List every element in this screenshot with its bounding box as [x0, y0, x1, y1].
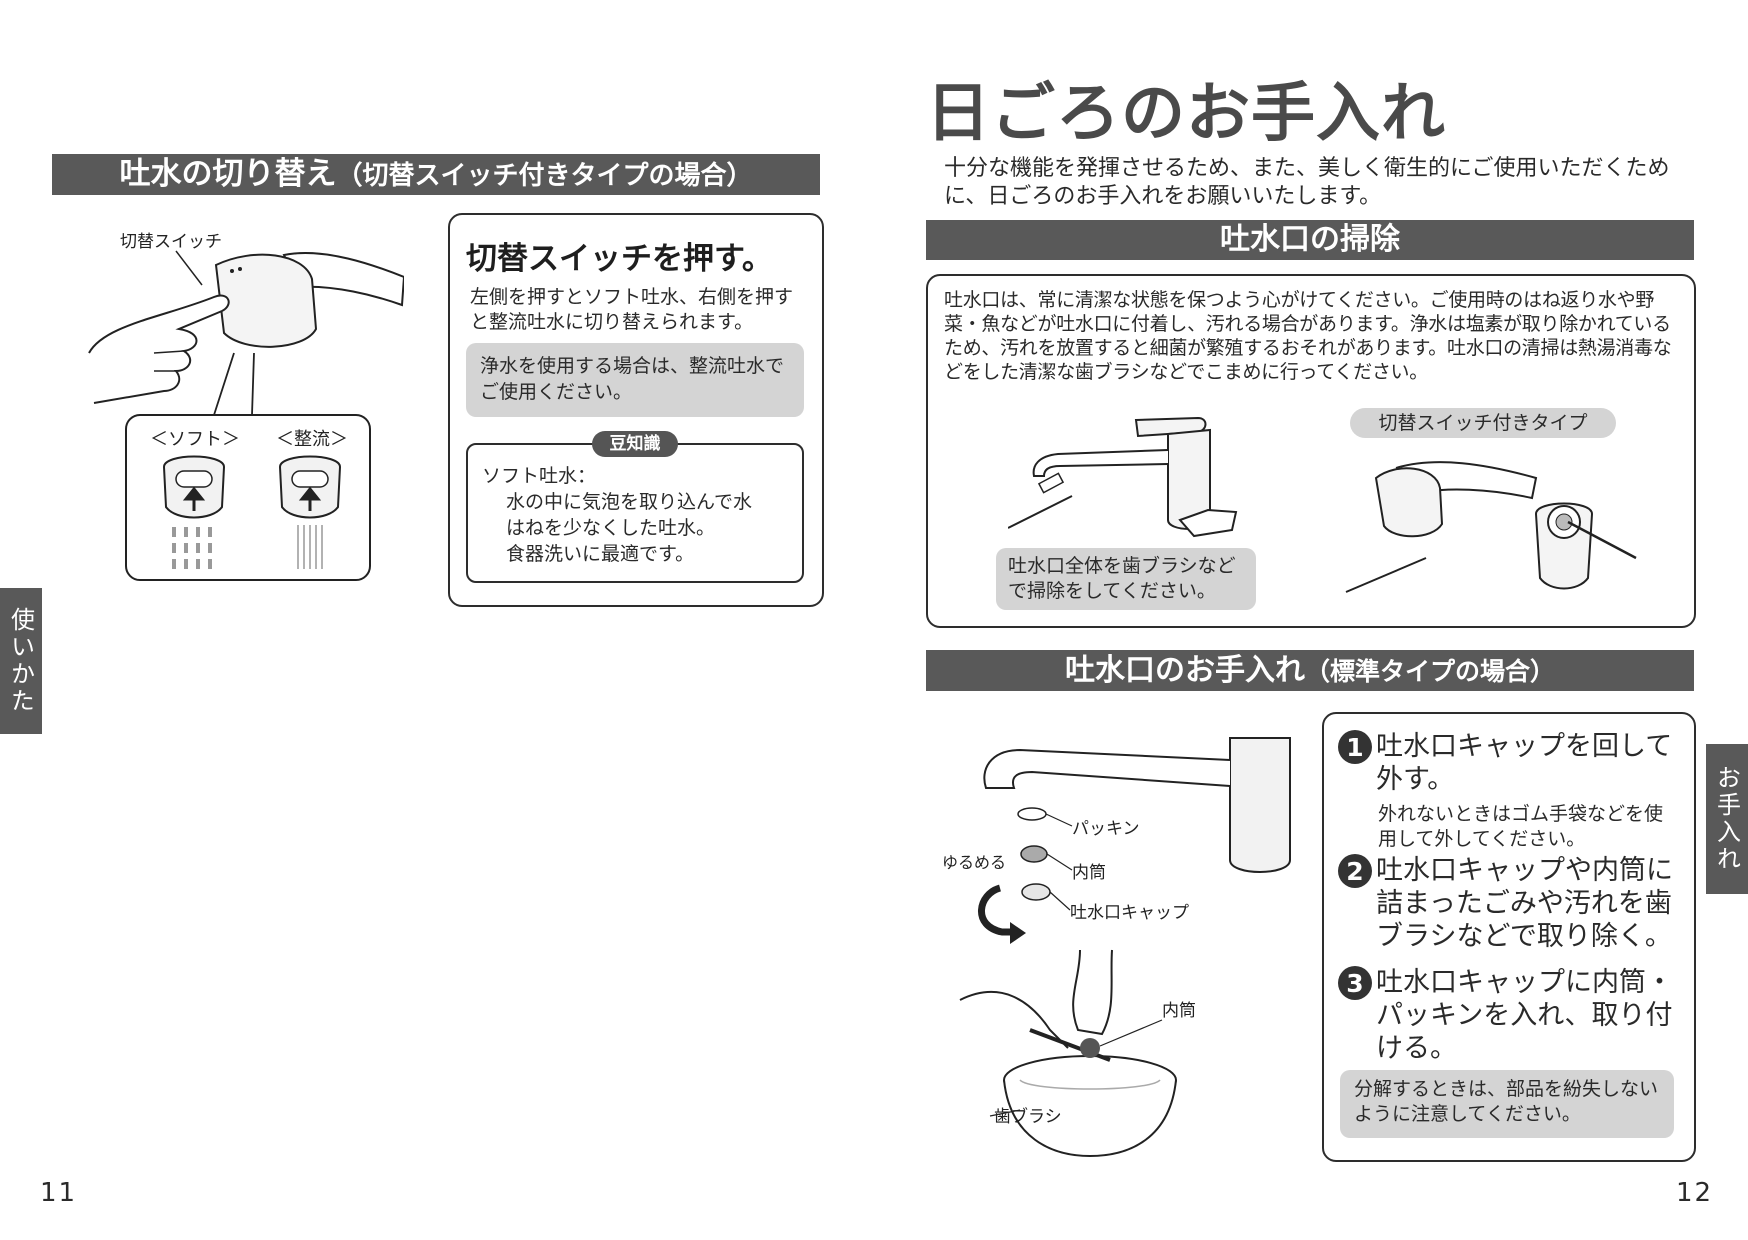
rotate-arrow-icon [978, 884, 1012, 936]
maintenance-note: 分解するときは、部品を紛失しないように注意してください。 [1340, 1070, 1674, 1138]
step-2: 2 吐水口キャップや内筒に詰まったごみや汚れを歯ブラシなどで取り除く。 [1338, 854, 1678, 953]
loosen-label: ゆるめる [942, 853, 1006, 872]
switch-illustration: 切替スイッチ ＜ソフト＞ ＜整流＞ [88, 232, 404, 581]
switch-type-label: 切替スイッチ付きタイプ [1350, 408, 1616, 438]
tip-line-3: 食器洗いに最適です。 [506, 543, 695, 565]
soft-head-icon [162, 455, 226, 569]
faucet-cleaning-illustration [1008, 416, 1238, 538]
step-1: 1 吐水口キャップを回して外す。 外れないときはゴム手袋などを使用して外してくだ… [1338, 730, 1678, 852]
packing-label: パッキン [1072, 819, 1140, 839]
step-3-title: 吐水口キャップに内筒・パッキンを入れ、取り付ける。 [1376, 967, 1673, 1064]
main-title: 日ごろのお手入れ [926, 77, 1446, 151]
maintenance-note-text: 分解するときは、部品を紛失しないように注意してください。 [1354, 1078, 1659, 1125]
section1-title: 吐水口の掃除 [1220, 222, 1400, 257]
side-tab-usage: 使いかた [0, 588, 42, 734]
instruction-heading: 切替スイッチを押す。 [466, 241, 773, 277]
section-title-main: 吐水の切り替え [119, 156, 337, 192]
inner-label-2: 内筒 [1162, 1001, 1196, 1021]
cleaning-caption: 吐水口全体を歯ブラシなどで掃除をしてください。 [996, 548, 1256, 610]
cleaning-body: 吐水口は、常に清潔な状態を保つよう心がけてください。ご使用時のはね返り水や野菜・… [944, 289, 1672, 383]
section-title-switching: 吐水の切り替え（切替スイッチ付きタイプの場合） [52, 154, 820, 195]
section2-title-main: 吐水口のお手入れ [1064, 653, 1305, 688]
step-2-title: 吐水口キャップや内筒に詰まったごみや汚れを歯ブラシなどで取り除く。 [1376, 855, 1673, 952]
seiryu-head-icon [278, 455, 342, 569]
tip-badge: 豆知識 [592, 431, 678, 457]
cleaning-caption-text: 吐水口全体を歯ブラシなどで掃除をしてください。 [1008, 555, 1236, 602]
step-3: 3 吐水口キャップに内筒・パッキンを入れ、取り付ける。 [1338, 966, 1678, 1065]
section-title-cleaning: 吐水口の掃除 [926, 220, 1694, 260]
instruction-body: 左側を押すとソフト吐水、右側を押すと整流吐水に切り替えられます。 [470, 286, 794, 333]
section-title-sub: （切替スイッチ付きタイプの場合） [336, 161, 753, 191]
disassembly-illustration: パッキン 内筒 ゆるめる 吐水口キャップ 内筒 歯ブラシ [942, 737, 1291, 1158]
seiryu-label: ＜整流＞ [276, 429, 348, 450]
instruction-note-text: 浄水を使用する場合は、整流吐水でご使用ください。 [480, 355, 785, 403]
step-1-number: 1 [1338, 730, 1372, 764]
tip-line-1: 水の中に気泡を取り込んで水 [506, 491, 753, 513]
instruction-panel: 切替スイッチを押す。 左側を押すとソフト吐水、右側を押すと整流吐水に切り替えられ… [448, 213, 824, 607]
tip-box: ソフト吐水： 水の中に気泡を取り込んで水 はねを少なくした吐水。 食器洗いに最適… [466, 443, 804, 583]
cap-label: 吐水口キャップ [1070, 903, 1189, 923]
instruction-note: 浄水を使用する場合は、整流吐水でご使用ください。 [466, 343, 804, 417]
section-title-maintenance: 吐水口のお手入れ（標準タイプの場合） [926, 650, 1694, 691]
step-2-number: 2 [1338, 854, 1372, 888]
tip-title: ソフト吐水： [482, 465, 597, 487]
inner-label: 内筒 [1072, 863, 1106, 883]
step-1-title: 吐水口キャップを回して外す。 [1376, 731, 1673, 795]
steps-panel: 1 吐水口キャップを回して外す。 外れないときはゴム手袋などを使用して外してくだ… [1322, 712, 1696, 1162]
soft-label: ＜ソフト＞ [150, 429, 240, 450]
page-number-left: 11 [40, 1178, 78, 1208]
side-tab-care: お手入れ [1706, 744, 1748, 894]
toothbrush-label: 歯ブラシ [994, 1106, 1062, 1127]
tip-line-2: はねを少なくした吐水。 [506, 517, 716, 539]
switch-label: 切替スイッチ [120, 232, 222, 252]
step-1-detail: 外れないときはゴム手袋などを使用して外してください。 [1378, 803, 1664, 850]
intro-text: 十分な機能を発揮させるため、また、美しく衛生的にご使用いただくために、日ごろのお… [944, 156, 1670, 209]
switch-type-illustration [1345, 461, 1637, 593]
page-number-right: 12 [1676, 1178, 1714, 1208]
step-3-number: 3 [1338, 966, 1372, 1000]
section2-title-sub: （標準タイプの場合） [1304, 657, 1555, 686]
